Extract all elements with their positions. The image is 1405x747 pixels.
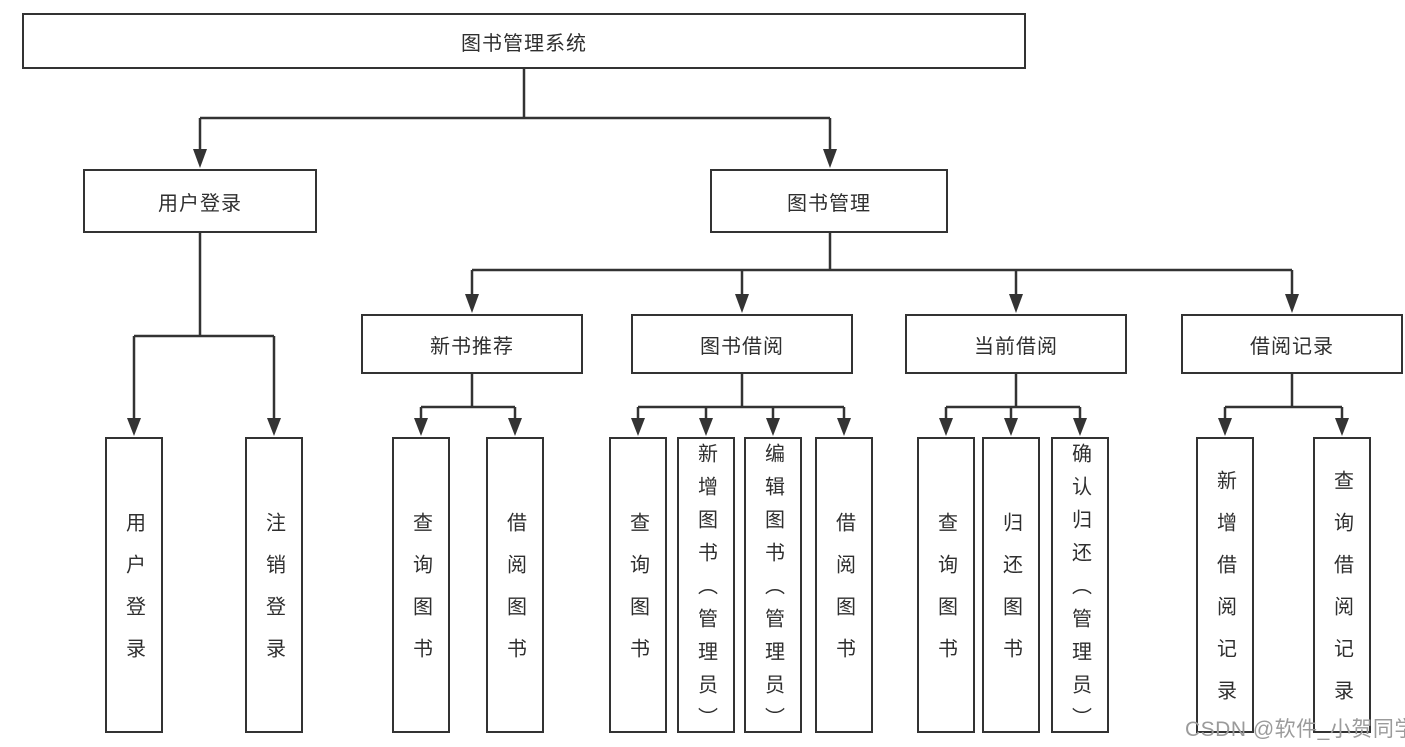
leaf-query-books-current: 查询图书 xyxy=(917,437,975,733)
node-book-borrowing-label: 图书借阅 xyxy=(700,335,784,358)
leaf-query-borrow-record-label: 查询借阅记录 xyxy=(1330,470,1353,722)
leaf-query-books-recommend: 查询图书 xyxy=(392,437,450,733)
leaf-add-books-admin: 新增图书（管理员） xyxy=(677,437,735,740)
node-book-management-label: 图书管理 xyxy=(787,192,871,215)
node-root-label: 图书管理系统 xyxy=(461,32,587,55)
leaf-edit-books-admin-label: 编辑图书（管理员） xyxy=(761,443,784,740)
leaf-borrow-books-recommend: 借阅图书 xyxy=(486,437,544,733)
leaf-add-books-admin-label: 新增图书（管理员） xyxy=(694,443,717,740)
leaf-borrow-books-borrowing: 借阅图书 xyxy=(815,437,873,733)
leaf-user-login-label: 用户登录 xyxy=(122,512,145,680)
leaf-confirm-return-admin: 确认归还（管理员） xyxy=(1051,437,1109,740)
node-borrowing-records-label: 借阅记录 xyxy=(1250,335,1334,358)
leaf-query-books-current-label: 查询图书 xyxy=(934,512,957,680)
node-book-management: 图书管理 xyxy=(710,169,948,233)
leaf-borrow-books-recommend-label: 借阅图书 xyxy=(503,512,526,680)
node-new-book-recommend-label: 新书推荐 xyxy=(430,335,514,358)
node-new-book-recommend: 新书推荐 xyxy=(361,314,583,374)
leaf-query-books-recommend-label: 查询图书 xyxy=(409,512,432,680)
node-root: 图书管理系统 xyxy=(22,13,1026,69)
node-current-borrowing: 当前借阅 xyxy=(905,314,1127,374)
node-user-login: 用户登录 xyxy=(83,169,317,233)
leaf-return-books-label: 归还图书 xyxy=(999,512,1022,680)
leaf-add-borrow-record-label: 新增借阅记录 xyxy=(1213,470,1236,722)
csdn-watermark: CSDN @软件_小贺同学 xyxy=(1185,718,1405,741)
leaf-confirm-return-admin-label: 确认归还（管理员） xyxy=(1068,443,1091,740)
leaf-logout: 注销登录 xyxy=(245,437,303,733)
leaf-query-books-borrowing: 查询图书 xyxy=(609,437,667,733)
leaf-edit-books-admin: 编辑图书（管理员） xyxy=(744,437,802,740)
node-book-borrowing: 图书借阅 xyxy=(631,314,853,374)
leaf-return-books: 归还图书 xyxy=(982,437,1040,733)
leaf-user-login: 用户登录 xyxy=(105,437,163,733)
leaf-logout-label: 注销登录 xyxy=(262,512,285,680)
leaf-query-borrow-record: 查询借阅记录 xyxy=(1313,437,1371,733)
leaf-query-books-borrowing-label: 查询图书 xyxy=(626,512,649,680)
node-borrowing-records: 借阅记录 xyxy=(1181,314,1403,374)
node-current-borrowing-label: 当前借阅 xyxy=(974,335,1058,358)
leaf-add-borrow-record: 新增借阅记录 xyxy=(1196,437,1254,733)
leaf-borrow-books-borrowing-label: 借阅图书 xyxy=(832,512,855,680)
node-user-login-label: 用户登录 xyxy=(158,192,242,215)
